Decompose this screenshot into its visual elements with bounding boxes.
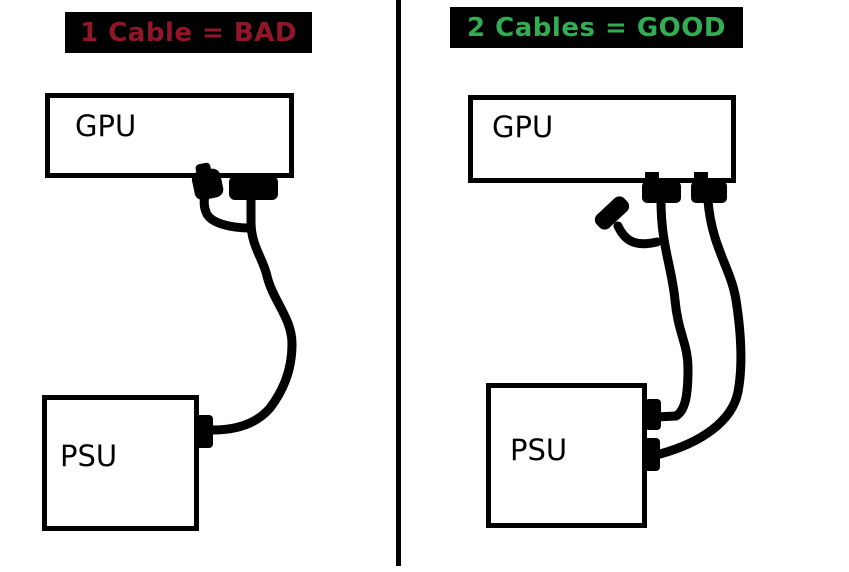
- unused-dangling-plug: [594, 196, 630, 230]
- gpu-label-left: GPU: [75, 109, 137, 143]
- daisy-branch-cable: [199, 188, 255, 233]
- separate-cable-1: [651, 196, 693, 422]
- gpu-box-left: GPU: [45, 93, 294, 178]
- left-wiring: [191, 162, 297, 448]
- gpu-label-right: GPU: [492, 110, 554, 144]
- bad-banner-text: 1 Cable = BAD: [80, 17, 297, 48]
- psu-label-right: PSU: [510, 433, 568, 467]
- panel-divider: [396, 0, 401, 566]
- unused-stub-cable: [613, 221, 662, 249]
- psu-label-left: PSU: [60, 439, 118, 473]
- good-banner-text: 2 Cables = GOOD: [467, 12, 726, 43]
- psu-connector-right-1: [645, 399, 661, 430]
- psu-box-right: PSU: [486, 383, 647, 528]
- bad-banner: 1 Cable = BAD: [65, 12, 312, 53]
- psu-box-left: PSU: [42, 395, 199, 531]
- good-banner: 2 Cables = GOOD: [450, 7, 743, 48]
- gpu-box-right: GPU: [468, 95, 736, 183]
- daisy-main-cable: [208, 192, 297, 435]
- separate-cable-2: [655, 196, 746, 459]
- gpu-connector-left-2: [229, 176, 278, 200]
